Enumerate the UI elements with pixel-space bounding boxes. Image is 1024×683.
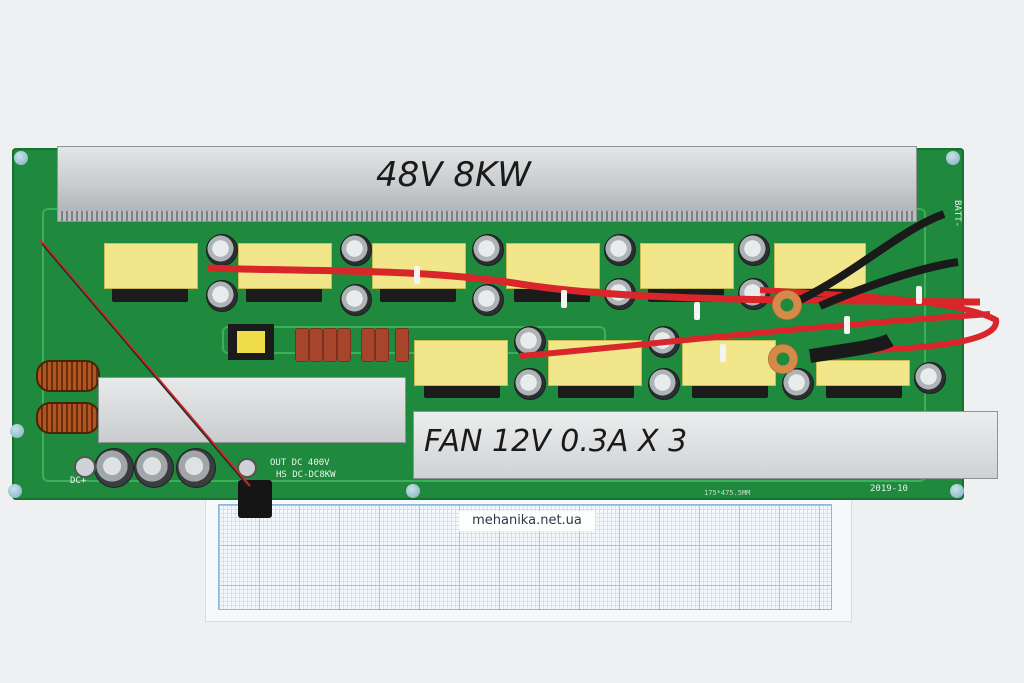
transformer-base [246, 288, 322, 302]
standoff [8, 484, 22, 498]
capacitor [514, 368, 546, 400]
terminal-screw [237, 458, 257, 478]
silk-board-name: HS DC-DC8KW [276, 470, 336, 480]
standoff [14, 151, 28, 165]
output-capacitor [134, 448, 174, 488]
standoff [10, 424, 24, 438]
heatsink-fins [58, 211, 916, 221]
output-capacitor [176, 448, 216, 488]
rocker-switch [238, 480, 272, 518]
output-heatsink [98, 377, 406, 443]
cable-tie [844, 316, 850, 334]
red-wire [207, 264, 981, 306]
film-capacitor [295, 328, 309, 362]
ring-terminal-lug [772, 290, 802, 320]
film-capacitor [395, 328, 409, 362]
film-capacitor [337, 328, 351, 362]
silk-dc-plus: DC+ [70, 476, 87, 486]
silk-batt-label: BATT- [952, 200, 962, 228]
transformer [414, 340, 508, 386]
capacitor [738, 278, 770, 310]
film-capacitor [375, 328, 389, 362]
transformer [816, 360, 910, 386]
transformer [682, 340, 776, 386]
fan-heatsink: FAN 12V 0.3A X 3 [413, 411, 998, 479]
heatsink-marking-power: 48V 8KW [376, 155, 531, 195]
heatshrink-sleeve [808, 333, 894, 363]
toroid-inductor [36, 360, 100, 392]
black-cable [818, 258, 959, 310]
capacitor [206, 234, 238, 266]
capacitor [206, 280, 238, 312]
standoff [406, 484, 420, 498]
cable-tie [694, 302, 700, 320]
film-capacitor [323, 328, 337, 362]
thin-red-wire [39, 239, 251, 487]
silk-output-voltage: OUT DC 400V [270, 458, 330, 468]
transformer [640, 243, 734, 289]
capacitor [914, 362, 946, 394]
transformer-base [692, 384, 768, 398]
aux-transformer [228, 324, 274, 360]
watermark: mehanika.net.ua [459, 511, 595, 531]
red-wire [519, 311, 991, 359]
film-capacitor [361, 328, 375, 362]
thin-black-wire [41, 243, 249, 487]
transformer-base [826, 384, 902, 398]
transformer-base [380, 288, 456, 302]
transformer-base [424, 384, 500, 398]
capacitor [648, 368, 680, 400]
film-capacitor [309, 328, 323, 362]
silk-dimensions: 175*475.5MM [704, 489, 751, 497]
capacitor [472, 284, 504, 316]
transformer-base [558, 384, 634, 398]
transformer-base [112, 288, 188, 302]
cable-tie [720, 344, 726, 362]
capacitor [340, 234, 372, 266]
black-cable [798, 210, 946, 304]
ring-terminal-lug [768, 344, 798, 374]
dc-terminal-screw [74, 456, 96, 478]
capacitor [604, 234, 636, 266]
toroid-inductor [36, 402, 100, 434]
capacitor [738, 234, 770, 266]
cable-tie [916, 286, 922, 304]
top-heatsink: 48V 8KW [57, 146, 917, 222]
capacitor [340, 284, 372, 316]
cable-tie [561, 290, 567, 308]
cable-tie [414, 266, 420, 284]
standoff [950, 484, 964, 498]
transformer [104, 243, 198, 289]
heatsink-marking-fan: FAN 12V 0.3A X 3 [424, 424, 688, 459]
standoff [946, 151, 960, 165]
silk-date-code: 2019-10 [870, 484, 908, 494]
aux-transformer-winding [237, 331, 265, 353]
capacitor [472, 234, 504, 266]
